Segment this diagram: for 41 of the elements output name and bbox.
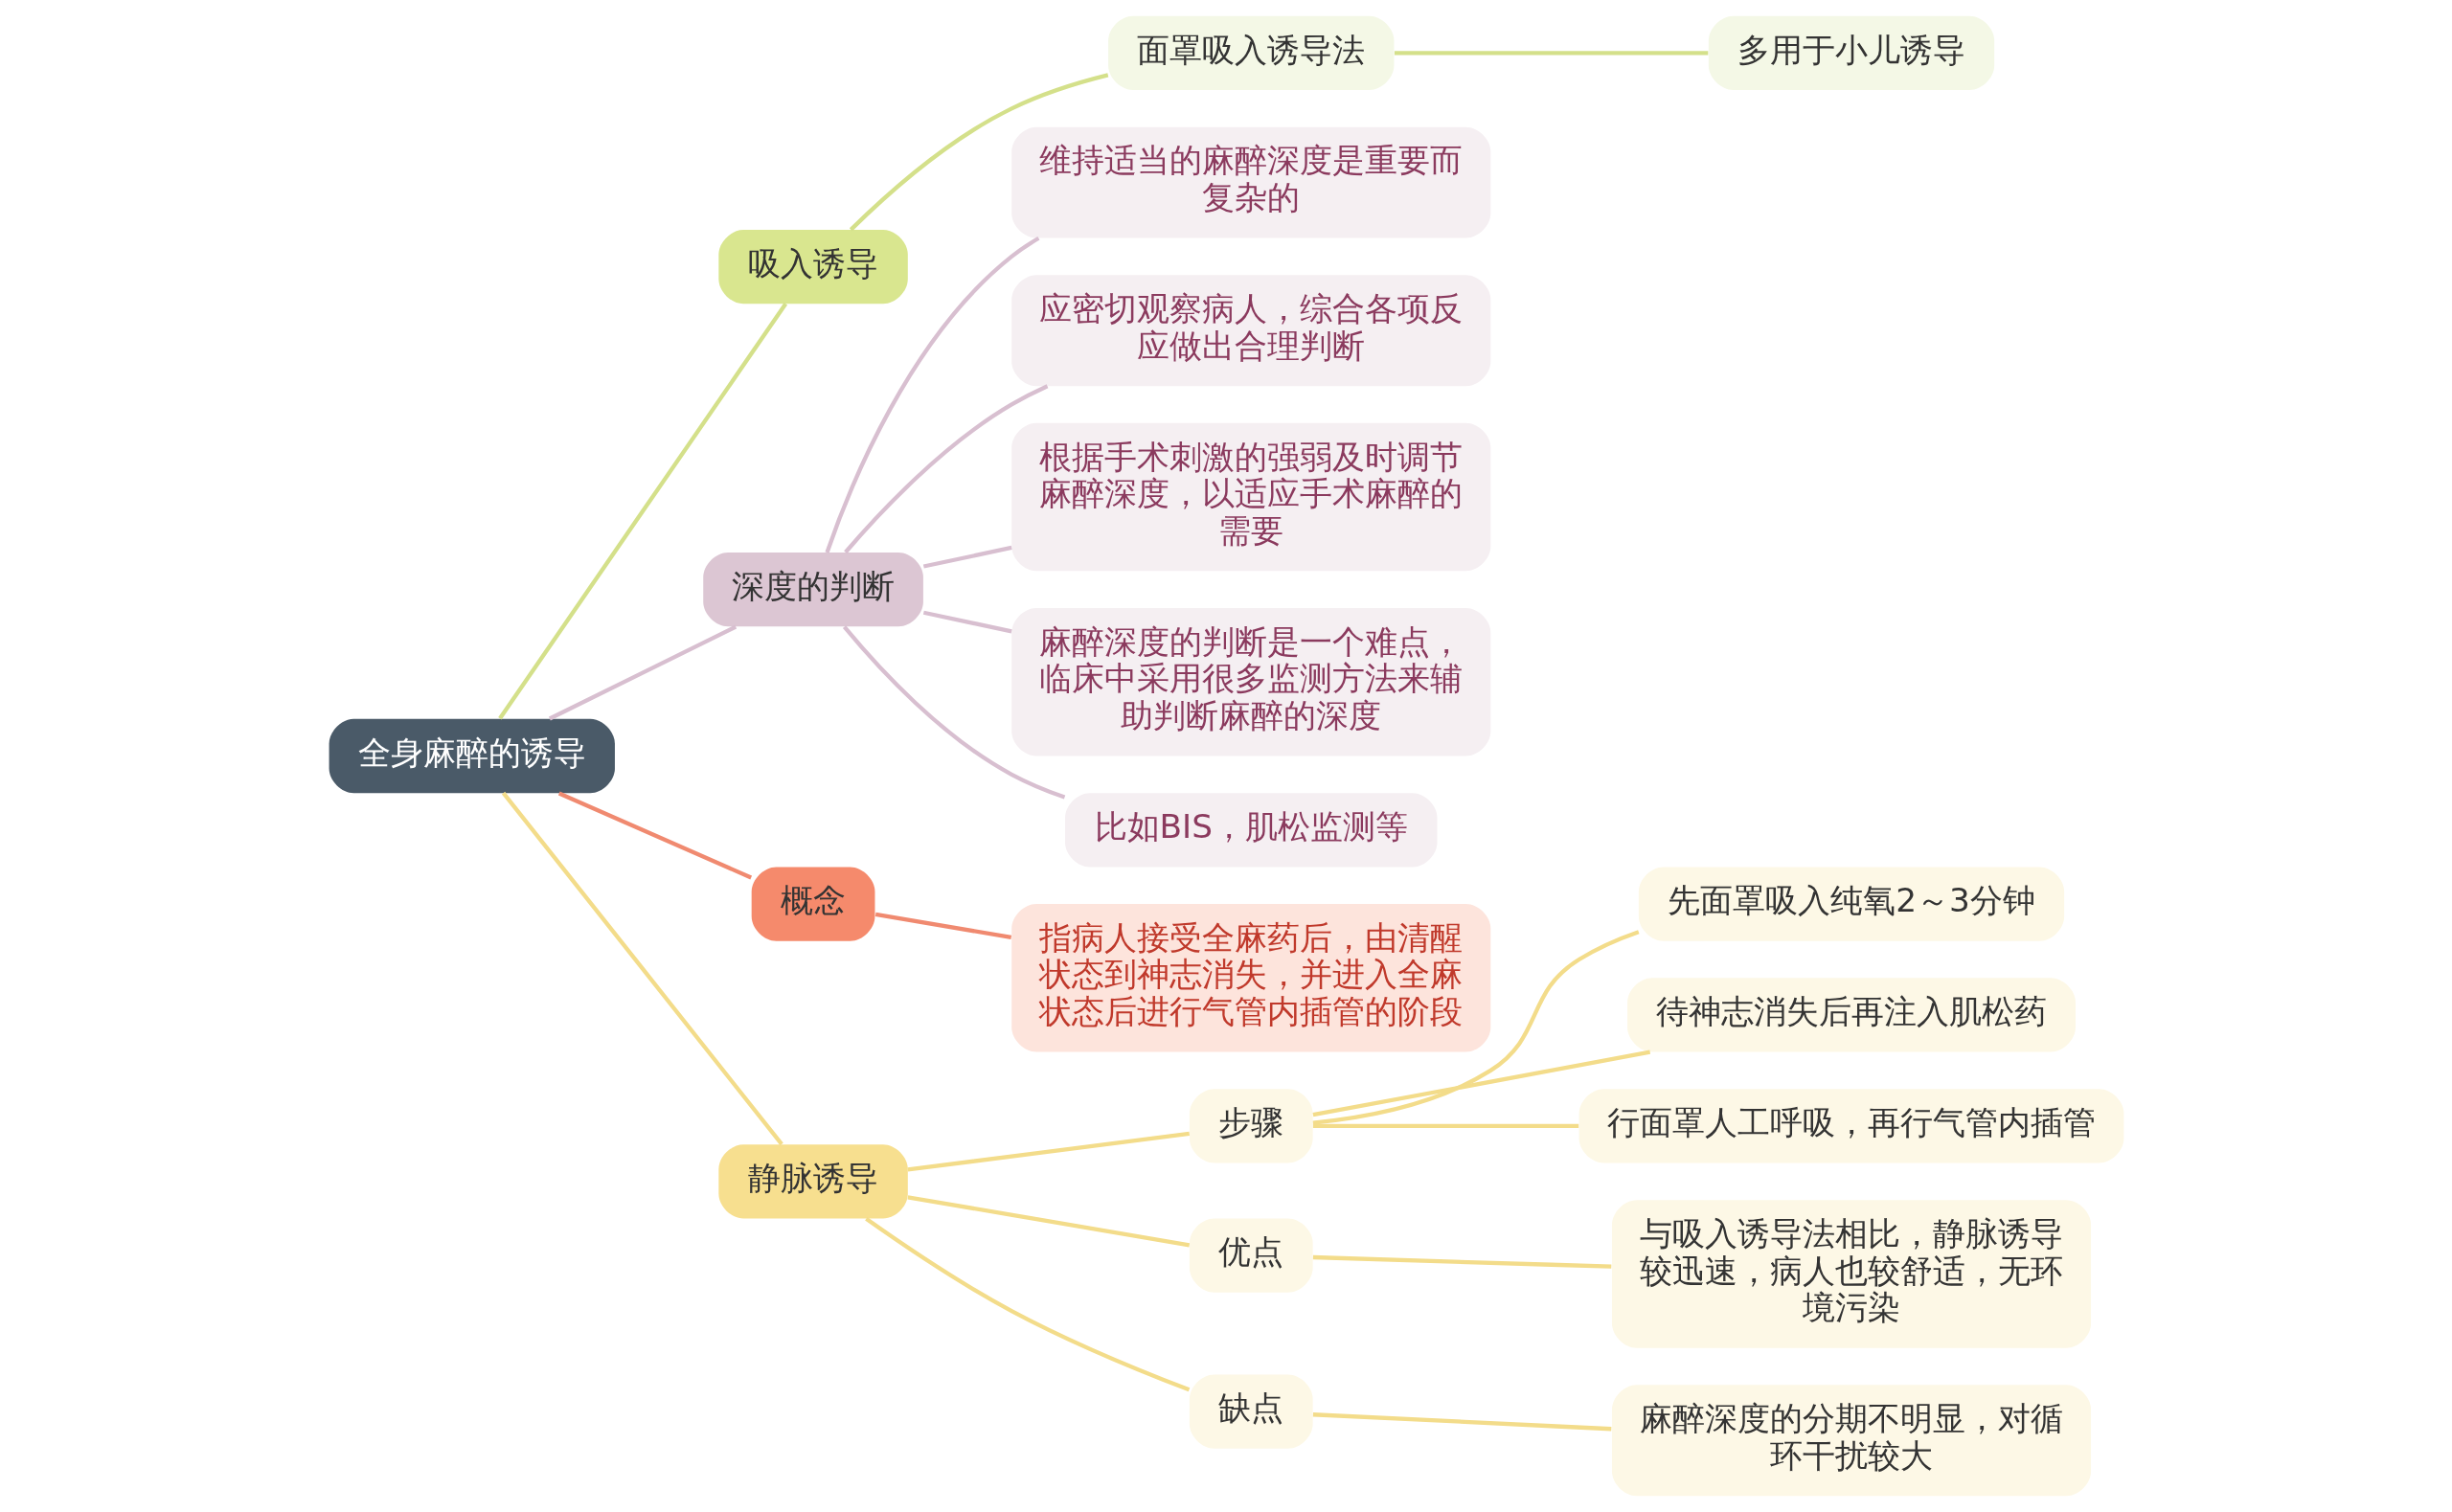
node-box: 待神志消失后再注入肌松药 xyxy=(1626,978,2076,1052)
connector xyxy=(1312,1049,1650,1117)
node-box: 面罩吸入诱导法 xyxy=(1107,15,1394,91)
node-box: 根据手术刺激的强弱及时调节麻醉深度，以适应手术麻醉的需要 xyxy=(1010,422,1490,572)
node-box: 麻醉深度的判断是一个难点，临床中采用很多监测方法来辅助判断麻醉的深度 xyxy=(1010,607,1490,756)
node-box: 缺点 xyxy=(1189,1374,1313,1449)
connector xyxy=(824,236,1039,553)
connector xyxy=(864,1217,1190,1392)
connector xyxy=(557,791,752,880)
node-box: 步骤 xyxy=(1189,1089,1313,1163)
connector xyxy=(874,912,1011,940)
node-box: 全身麻醉的诱导 xyxy=(329,718,615,794)
connector xyxy=(922,610,1012,634)
connector xyxy=(497,303,787,720)
node-box: 维持适当的麻醉深度是重要而复杂的 xyxy=(1010,126,1490,238)
connector xyxy=(1312,1254,1611,1269)
connector xyxy=(548,624,737,721)
connector xyxy=(501,791,783,1146)
node-box: 吸入诱导 xyxy=(717,230,908,305)
node-box: 概念 xyxy=(751,867,874,941)
connector xyxy=(1312,1123,1578,1128)
node-box: 行面罩人工呼吸，再行气管内插管 xyxy=(1578,1089,2123,1163)
node-box: 麻醉深度的分期不明显，对循环干扰较大 xyxy=(1611,1385,2091,1497)
node-box: 指病人接受全麻药后，由清醒状态到神志消失，并进入全麻状态后进行气管内插管的阶段 xyxy=(1010,904,1490,1052)
connector xyxy=(907,1131,1190,1172)
node-box: 深度的判断 xyxy=(702,553,923,627)
node-box: 比如BIS，肌松监测等 xyxy=(1064,793,1437,868)
node-box: 多用于小儿诱导 xyxy=(1708,15,1994,91)
node-box: 优点 xyxy=(1189,1218,1313,1293)
connector xyxy=(922,545,1012,569)
connector xyxy=(842,625,1065,800)
connector xyxy=(1394,51,1708,56)
node-box: 静脉诱导 xyxy=(717,1144,908,1219)
connector xyxy=(1312,930,1640,1125)
node-box: 与吸入诱导法相比，静脉诱导较迅速，病人也较舒适，无环境污染 xyxy=(1611,1200,2091,1348)
connector xyxy=(1312,1412,1611,1432)
connector xyxy=(843,384,1048,554)
node-box: 先面罩吸入纯氧2～3分钟 xyxy=(1638,867,2064,941)
node-box: 应密切观察病人，综合各项反应做出合理判断 xyxy=(1010,275,1490,387)
connector xyxy=(906,1195,1190,1248)
connector xyxy=(849,73,1108,232)
